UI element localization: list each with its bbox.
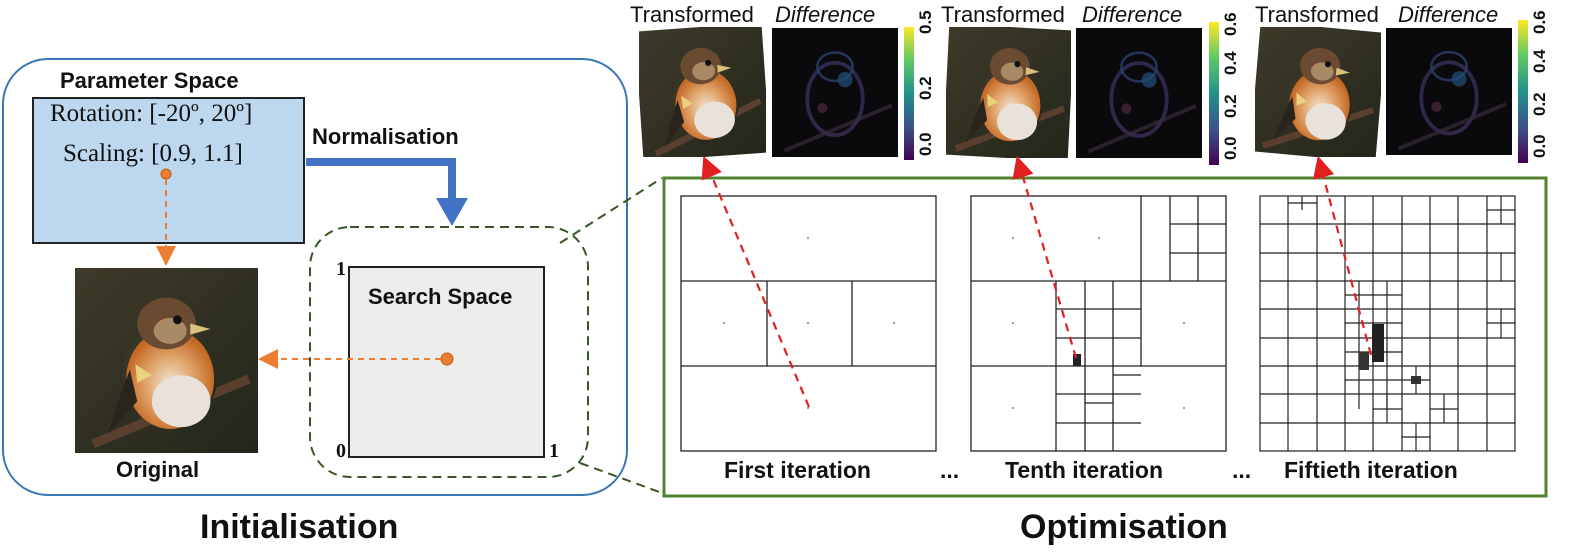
iteration-label-3: Fiftieth iteration [1284, 457, 1458, 483]
iteration-label-2: Tenth iteration [1005, 457, 1164, 483]
original-bird-image [75, 268, 258, 453]
difference-label-1: Difference [775, 2, 876, 27]
transformed-label-3: Transformed [1255, 2, 1379, 27]
iteration-label-1: First iteration [724, 457, 871, 483]
search-tick-top: 1 [336, 258, 346, 280]
search-space-dashed-box [309, 226, 589, 478]
fiftieth-iteration-grid [1259, 195, 1516, 452]
transformed-label-2: Transformed [941, 2, 1065, 27]
colorbar-3-tick-0: 0.6 [1530, 10, 1549, 34]
transformed-image-1 [635, 23, 771, 162]
colorbar-3-tick-3: 0.0 [1530, 134, 1549, 158]
colorbar-2-tick-2: 0.2 [1221, 94, 1240, 118]
ellipsis-2: ... [1232, 457, 1252, 483]
colorbar-3-tick-1: 0.4 [1530, 49, 1549, 73]
transformed-label-1: Transformed [630, 2, 754, 27]
parameter-space-title: Parameter Space [60, 68, 239, 93]
search-tick-right: 1 [549, 440, 559, 462]
colorbar-3-tick-2: 0.2 [1530, 92, 1549, 116]
difference-image-1 [772, 28, 898, 157]
colorbar-3 [1518, 20, 1528, 163]
scaling-range: Scaling: [0.9, 1.1] [63, 140, 243, 167]
original-label: Original [116, 457, 200, 482]
search-tick-origin: 0 [336, 440, 346, 462]
colorbar-1 [904, 27, 914, 160]
optimisation-title: Optimisation [1020, 508, 1228, 546]
red-arrow-3 [1312, 155, 1373, 356]
transformed-image-2 [943, 24, 1074, 162]
normalisation-label: Normalisation [312, 124, 459, 149]
colorbar-2 [1209, 22, 1219, 165]
red-arrow-2 [1012, 155, 1078, 359]
difference-label-3: Difference [1398, 2, 1499, 27]
ellipsis-1: ... [940, 457, 960, 483]
colorbar-2-tick-1: 0.4 [1221, 51, 1240, 75]
colorbar-2-tick-0: 0.6 [1221, 12, 1240, 36]
first-iteration-grid [680, 195, 937, 452]
optimisation-panel [662, 176, 1548, 498]
difference-label-2: Difference [1082, 2, 1183, 27]
initialisation-panel [2, 58, 628, 496]
initialisation-title: Initialisation [200, 508, 399, 546]
colorbar-1-tick-1: 0.2 [916, 76, 935, 100]
colorbar-2-tick-3: 0.0 [1221, 136, 1240, 160]
red-arrow-1 [701, 155, 811, 408]
colorbar-1-tick-0: 0.5 [916, 10, 935, 34]
parameter-space-box [32, 97, 305, 244]
normalisation-arrow [306, 158, 456, 200]
tenth-iteration-grid [970, 195, 1227, 452]
rotation-range: Rotation: [-20º, 20º] [50, 100, 253, 127]
difference-image-2 [1076, 28, 1202, 158]
transformed-image-3 [1250, 22, 1387, 163]
colorbar-1-tick-2: 0.0 [916, 132, 935, 156]
search-space-title: Search Space [368, 284, 513, 309]
difference-image-3 [1386, 28, 1512, 155]
